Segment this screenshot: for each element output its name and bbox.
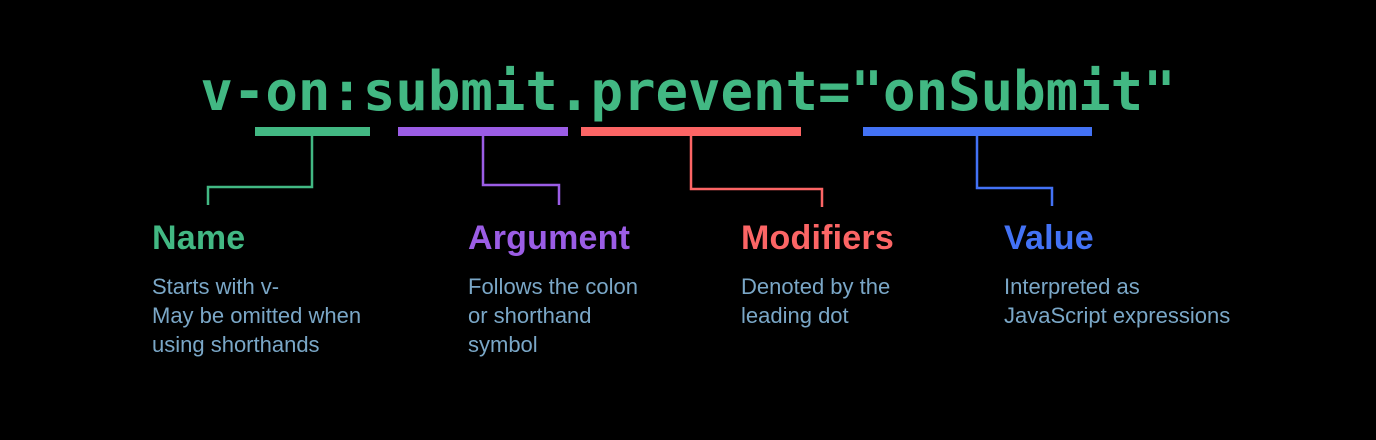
column-description-value: Interpreted as JavaScript expressions — [1004, 274, 1231, 328]
column-title-value: Value — [1004, 219, 1094, 257]
underline-bar-value — [863, 127, 1092, 136]
underline-bar-name — [255, 127, 370, 136]
column-description-modifiers: Denoted by the leading dot — [741, 274, 891, 328]
underline-bar-modifiers — [581, 127, 801, 136]
column-title-name: Name — [152, 219, 246, 257]
column-title-argument: Argument — [468, 219, 631, 257]
column-title-modifiers: Modifiers — [741, 219, 894, 257]
column-description-name: Starts with v- May be omitted when using… — [152, 274, 362, 357]
column-description-argument: Follows the colon or shorthand symbol — [468, 274, 638, 357]
connector-name — [206, 136, 314, 205]
code-expression: v-on:submit.prevent="onSubmit" — [200, 60, 1176, 123]
connector-modifiers — [689, 136, 824, 207]
connector-argument — [481, 136, 561, 205]
connector-value — [975, 136, 1054, 206]
underline-bar-argument — [398, 127, 568, 136]
